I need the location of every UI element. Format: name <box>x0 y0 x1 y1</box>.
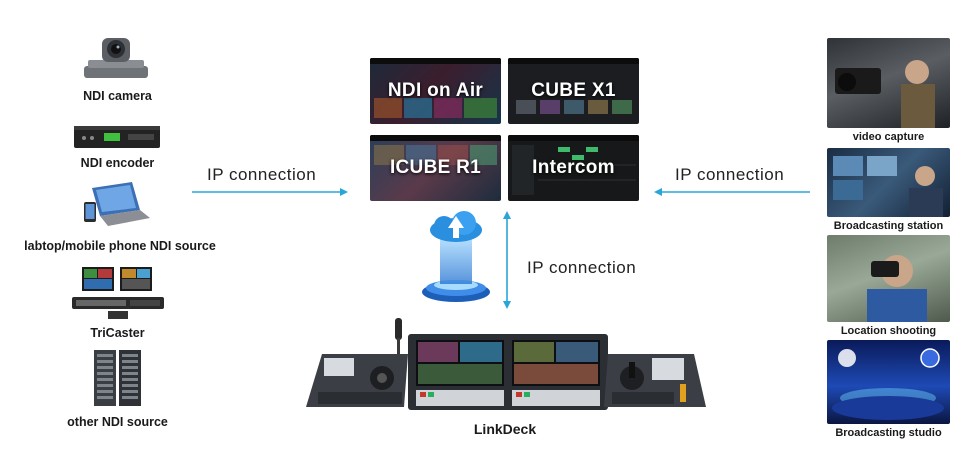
scene-label-broadcasting-studio: Broadcasting studio <box>835 427 942 439</box>
tile-title: Intercom <box>532 157 615 178</box>
cloud-server-icon <box>422 211 490 302</box>
tile-screenshot-graphic <box>508 58 639 114</box>
connection-label-vertical: IP connection <box>527 258 637 277</box>
tricaster-icon <box>72 267 164 319</box>
scene-label-broadcasting-station: Broadcasting station <box>833 220 944 232</box>
scene-photo-video-capture <box>827 38 950 128</box>
tile-screenshot-graphic <box>508 135 639 195</box>
linkdeck-console-graphic <box>306 318 706 410</box>
device-label-linkdeck: LinkDeck <box>473 421 537 437</box>
ptz-camera-icon <box>84 38 148 78</box>
source-label-laptop-mobile: labtop/mobile phone NDI source <box>24 239 216 253</box>
tile-screenshot-graphic <box>370 135 501 165</box>
source-label-tricaster: TriCaster <box>90 326 145 340</box>
scene-label-video-capture: video capture <box>852 131 925 143</box>
arrow-right-icon <box>192 188 348 196</box>
source-label-ndi-encoder: NDI encoder <box>80 156 155 170</box>
tile-icube-r1[interactable]: ICUBE R1 <box>370 135 501 201</box>
control-room-graphic <box>833 156 943 217</box>
camera-operator-graphic <box>835 60 935 128</box>
studio-set-graphic <box>832 348 944 420</box>
location-shooter-graphic <box>867 255 927 322</box>
scene-photo-broadcasting-station <box>827 148 950 217</box>
source-label-other-ndi: other NDI source <box>67 415 168 429</box>
tile-ndi-on-air[interactable]: NDI on Air <box>370 58 501 124</box>
laptop-phone-icon <box>84 182 150 226</box>
connection-label-right: IP connection <box>675 165 785 184</box>
source-label-ndi-camera: NDI camera <box>83 89 152 103</box>
scene-photo-broadcasting-studio <box>827 340 950 424</box>
arrow-vertical-icon <box>503 211 511 309</box>
arrow-left-icon <box>654 188 810 196</box>
tile-intercom[interactable]: Intercom <box>508 135 639 201</box>
tile-title: ICUBE R1 <box>389 157 482 178</box>
encoder-box-icon <box>74 126 160 148</box>
tile-title: CUBE X1 <box>531 80 616 101</box>
tile-cube-x1[interactable]: CUBE X1 <box>508 58 639 124</box>
server-rack-icon <box>94 350 141 406</box>
connection-label-left: IP connection <box>207 165 317 184</box>
scene-label-location-shooting: Location shooting <box>840 325 937 337</box>
scene-photo-location-shooting <box>827 235 950 322</box>
tile-title: NDI on Air <box>387 80 484 101</box>
tile-screenshot-graphic <box>370 58 501 118</box>
